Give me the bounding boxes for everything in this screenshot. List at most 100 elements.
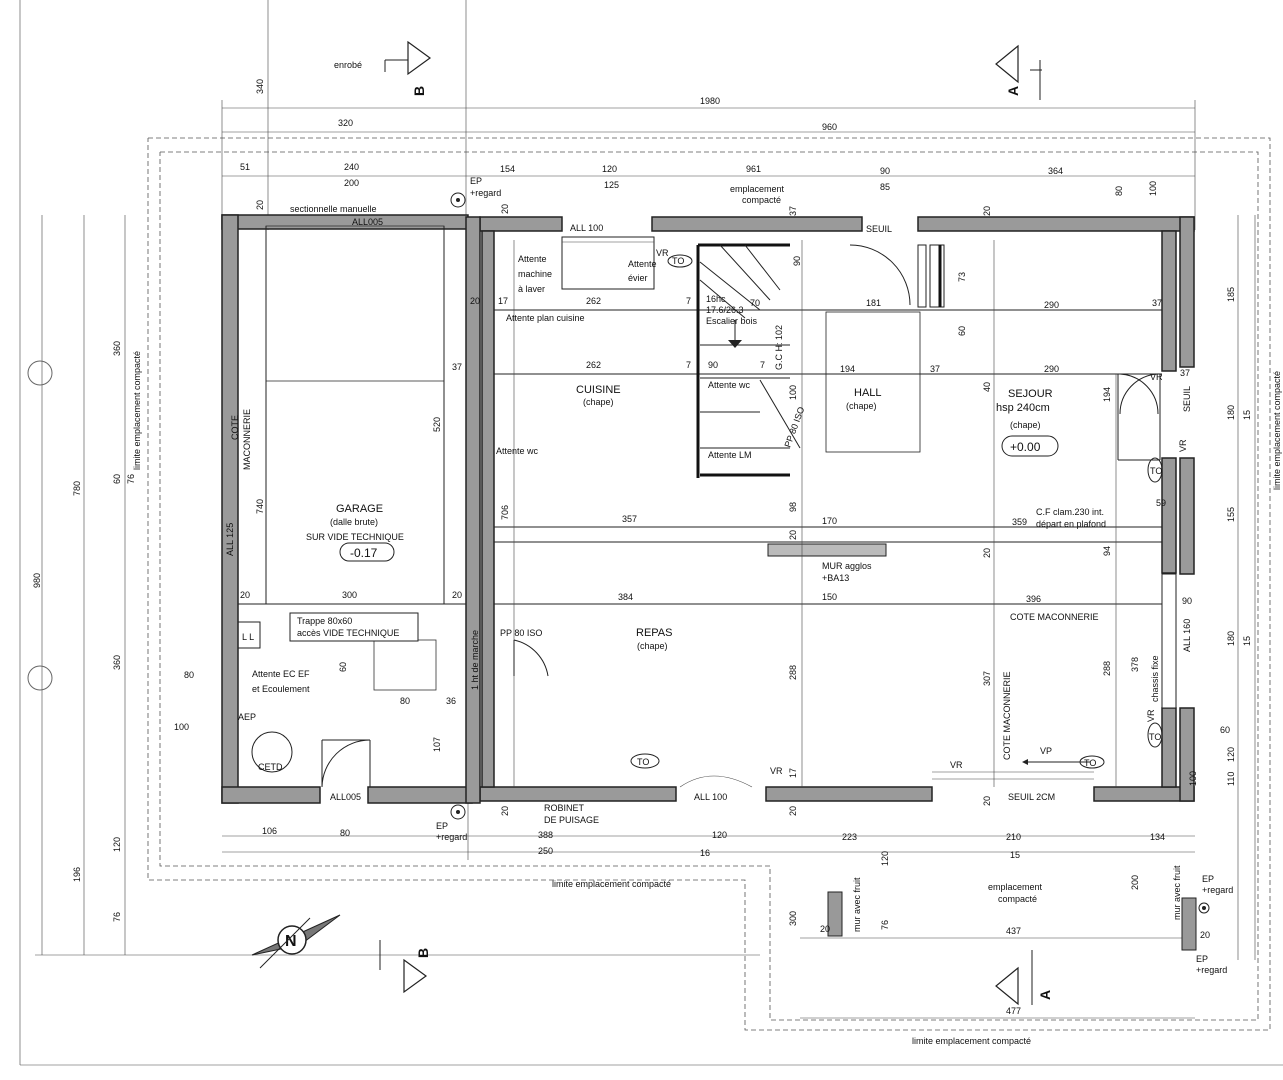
label-trappe-1: Trappe 80x60 [297,616,352,626]
room-name-cuisine: CUISINE [576,384,621,396]
ep-regard-bottom [450,804,466,820]
room-finish-cuisine: (chape) [583,397,614,407]
stair-arrow [728,340,742,348]
label-ba13: +BA13 [822,573,849,583]
label-attente-evier: Attente [628,259,657,269]
dim-37: 37 [930,364,940,374]
label-vr-right-2: VR [1178,439,1188,452]
dim-200: 200 [1130,875,1140,890]
dim-210: 210 [1006,832,1021,842]
label-regard-right: +regard [1202,885,1233,895]
dim-300: 300 [788,911,798,926]
dim-17: 17 [498,296,508,306]
dim-388: 388 [538,830,553,840]
label-attente-ec: Attente EC EF [252,669,310,679]
trappe-label-box [289,612,419,642]
label-all005-bottom: ALL005 [330,792,361,802]
dim-60: 60 [957,326,967,336]
label-marche: 1 ht de marche [470,630,480,690]
room-finish-sejour: (chape) [1010,420,1041,430]
label-ep-right: EP [1202,874,1214,884]
door-swing [1119,373,1159,415]
dim-20: 20 [240,590,250,600]
section-label-a-bottom: A [1037,990,1053,1000]
label-a-laver: à laver [518,284,545,294]
dim-960: 960 [822,122,837,132]
label-stair-1: 16hc [706,294,726,304]
dim-100: 100 [1148,181,1158,196]
label-all005-top: ALL005 [352,217,383,227]
dim-288: 288 [1102,661,1112,676]
dim-240: 240 [344,162,359,172]
label-pp-90: PP 80 ISO [782,405,806,448]
dim-16: 16 [700,848,710,858]
dim-59: 59 [1156,498,1166,508]
label-seuil-top: SEUIL [866,224,892,234]
dim-60: 60 [338,662,348,672]
dim-40: 40 [982,382,992,392]
circle-marker [27,665,53,691]
label-emplacement-top: emplacement [730,184,785,194]
dim-20: 20 [500,806,510,816]
dim-37: 37 [1152,298,1162,308]
dim-290: 290 [1044,300,1059,310]
dim-80: 80 [340,828,350,838]
label-robinet: ROBINET [544,803,585,813]
dim-37: 37 [788,206,798,216]
dim-477: 477 [1006,1006,1021,1016]
label-vr-right: VR [1150,372,1163,382]
dim-180: 180 [1226,405,1236,420]
dim-98: 98 [788,502,798,512]
dim-250: 250 [538,846,553,856]
ll-box [237,621,261,649]
dim-15: 15 [1010,850,1020,860]
label-cote: COTE [230,415,240,440]
level-garage: -0.17 [350,546,378,560]
dim-980: 980 [32,573,42,588]
dim-706: 706 [500,505,510,520]
dim-107: 107 [432,737,442,752]
label-to-top: TO [672,256,684,266]
dim-150: 150 [822,592,837,602]
label-to-bottom-2: TO [1084,758,1096,768]
to-oval [667,254,693,268]
dim-100-left: 100 [174,722,189,732]
label-mur-fruit-left: mur avec fruit [852,877,862,932]
section-label-b-bottom: B [415,948,431,958]
dim-120: 120 [1226,747,1236,762]
label-compacte-top: compacté [742,195,781,205]
mur-agglos [767,543,887,557]
label-emplacement-bottom: emplacement [988,882,1043,892]
label-pp-80: PP 80 ISO [500,628,542,638]
dim-106: 106 [262,826,277,836]
label-mur-agglos: MUR agglos [822,561,872,571]
label-stair-3: Escalier bois [706,316,758,326]
dim-7: 7 [760,360,765,370]
label-ecoulement: et Ecoulement [252,684,310,694]
dim-120: 120 [602,164,617,174]
staircase [696,243,801,478]
label-cote-maconnerie-v: COTE MACONNERIE [1002,671,1012,760]
dim-85: 85 [880,182,890,192]
vp-arrowhead [1022,759,1028,765]
dim-170: 170 [822,516,837,526]
north-compass-icon: N [251,914,341,969]
dim-80-left: 80 [184,670,194,680]
label-cf-1: C.F clam.230 int. [1036,507,1104,517]
dim-37: 37 [1180,368,1190,378]
dim-364: 364 [1048,166,1063,176]
label-vp: VP [1040,746,1052,756]
room-name-garage: GARAGE [336,503,383,515]
label-ll: L L [242,632,254,642]
dim-194: 194 [840,364,855,374]
mur-avec-fruit-right [1181,897,1197,951]
cetd-tank [251,731,293,773]
dim-120: 120 [112,837,122,852]
dim-20: 20 [820,924,830,934]
ep-regard-right [1198,902,1210,914]
dim-194: 194 [1102,387,1112,402]
level-oval-garage [339,542,395,562]
label-cote-maconnerie-h: COTE MACONNERIE [1010,612,1099,622]
label-all125: ALL 125 [225,523,235,556]
to-oval [1079,755,1105,769]
